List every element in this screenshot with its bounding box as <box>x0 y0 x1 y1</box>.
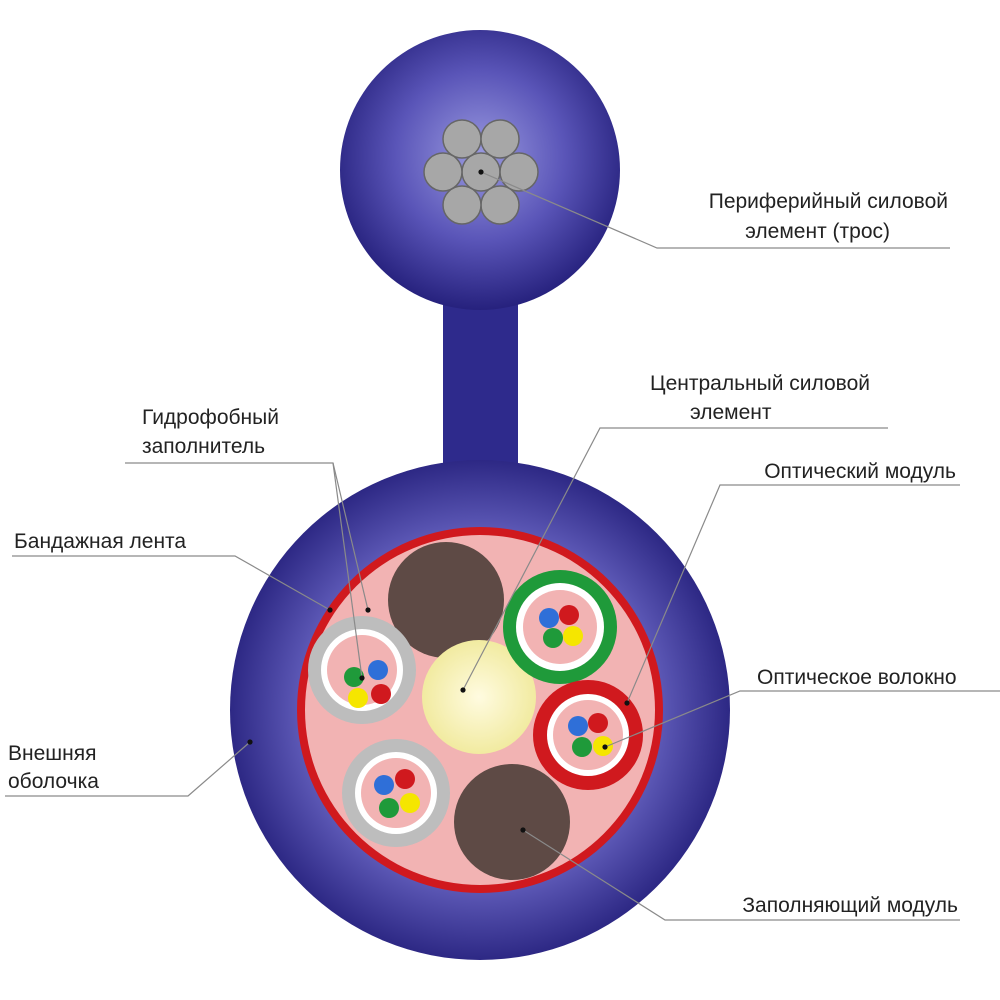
leader-hydrophobic-filler-2 <box>332 462 363 679</box>
module-gel <box>361 758 431 828</box>
central-strength-element <box>422 640 536 754</box>
steel-strand <box>423 119 539 225</box>
label-filler-module: Заполняющий модуль <box>742 894 958 917</box>
fiber-red <box>395 769 415 789</box>
leader-lines <box>5 171 1000 921</box>
pointer-dots <box>247 169 630 833</box>
label-optical-module: Оптический модуль <box>764 460 956 483</box>
pointer-dot <box>624 700 630 706</box>
fiber-red <box>588 713 608 733</box>
leader-optical-fiber <box>604 690 1000 748</box>
optical-module-gray-left <box>308 616 416 724</box>
leader-optical-module <box>626 484 960 704</box>
label-central-strength-line1: Центральный силовой <box>650 372 870 395</box>
optical-module-green <box>503 570 617 684</box>
fiber-red <box>371 684 391 704</box>
steel-wire <box>480 119 520 159</box>
steel-wire <box>442 185 482 225</box>
fiber-blue <box>368 660 388 680</box>
steel-wire <box>442 119 482 159</box>
pointer-dot <box>478 169 484 175</box>
fiber-green <box>379 798 399 818</box>
leader-outer-sheath <box>5 741 251 797</box>
sheath-neck <box>443 300 518 475</box>
fiber-blue <box>568 716 588 736</box>
fiber-blue <box>374 775 394 795</box>
optical-module-red <box>533 680 643 790</box>
label-central-strength-line2: элемент <box>690 401 772 424</box>
fiber-yellow <box>400 793 420 813</box>
leader-central-strength <box>462 427 888 691</box>
pointer-dot <box>520 827 526 833</box>
steel-wire <box>499 152 539 192</box>
fiber-green <box>344 667 364 687</box>
label-outer-sheath-line1: Внешняя <box>8 742 96 765</box>
pointer-dot <box>460 687 466 693</box>
cable-core-assembly <box>230 460 730 960</box>
label-hydrophobic-filler-line1: Гидрофобный <box>142 406 279 429</box>
leader-filler-module <box>522 829 960 921</box>
steel-wire <box>423 152 463 192</box>
pointer-dot <box>359 675 365 681</box>
fiber-red <box>559 605 579 625</box>
label-outer-sheath-line2: оболочка <box>8 770 99 793</box>
pointer-dot <box>247 739 253 745</box>
leader-binding-tape <box>12 555 331 611</box>
module-gel <box>553 700 623 770</box>
pointer-dot <box>365 607 371 613</box>
fiber-green <box>543 628 563 648</box>
label-peripheral-strength-line1: Периферийный силовой <box>709 190 948 213</box>
label-peripheral-strength-line2: элемент (трос) <box>745 220 890 243</box>
filler-module-bottom <box>454 764 570 880</box>
label-hydrophobic-filler-line2: заполнитель <box>142 435 265 458</box>
pointer-dot <box>327 607 333 613</box>
fiber-yellow <box>563 626 583 646</box>
label-binding-tape: Бандажная лента <box>14 530 186 553</box>
leader-peripheral-strength <box>480 171 950 249</box>
filler-module-top <box>388 542 504 658</box>
fiber-blue <box>539 608 559 628</box>
module-gel <box>523 590 597 664</box>
labels: Периферийный силовой элемент (трос) Цент… <box>8 190 958 917</box>
fiber-yellow <box>348 688 368 708</box>
fiber-green <box>572 737 592 757</box>
optical-module-gray-bottom <box>342 739 450 847</box>
label-optical-fiber: Оптическое волокно <box>757 666 957 689</box>
pointer-dot <box>602 744 608 750</box>
steel-wire <box>480 185 520 225</box>
